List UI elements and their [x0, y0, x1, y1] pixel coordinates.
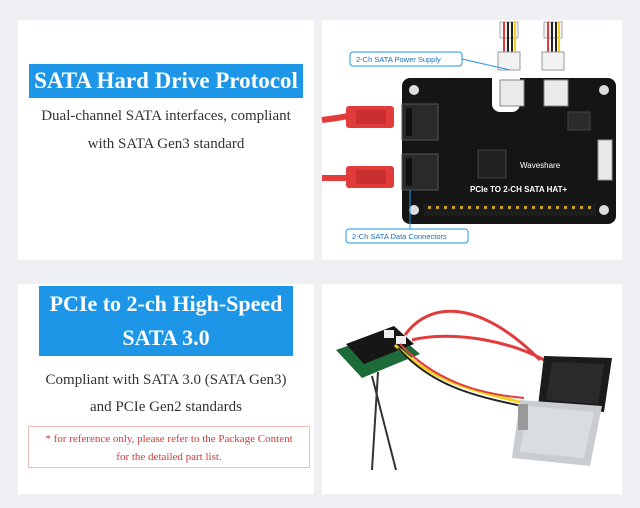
section1-text-panel	[18, 20, 314, 260]
section2-desc-line1: Compliant with SATA 3.0 (SATA Gen3)	[45, 372, 287, 388]
section2-image-panel	[322, 284, 622, 494]
section2-title-line1: PCIe to 2-ch High-Speed	[39, 286, 293, 322]
note-line1: * for reference only, please refer to th…	[45, 433, 293, 445]
note-line2: for the detailed part list.	[116, 451, 222, 463]
section1-image-panel	[322, 20, 622, 260]
reference-note: * for reference only, please refer to th…	[28, 426, 310, 468]
section1-title: SATA Hard Drive Protocol	[29, 64, 303, 98]
section2-desc-line2: and PCIe Gen2 standards	[89, 399, 243, 415]
section1-desc-line2: with SATA Gen3 standard	[87, 136, 245, 152]
section1-desc-line1: Dual-channel SATA interfaces, compliant	[41, 108, 291, 124]
section2-title-line2: SATA 3.0	[39, 320, 293, 356]
